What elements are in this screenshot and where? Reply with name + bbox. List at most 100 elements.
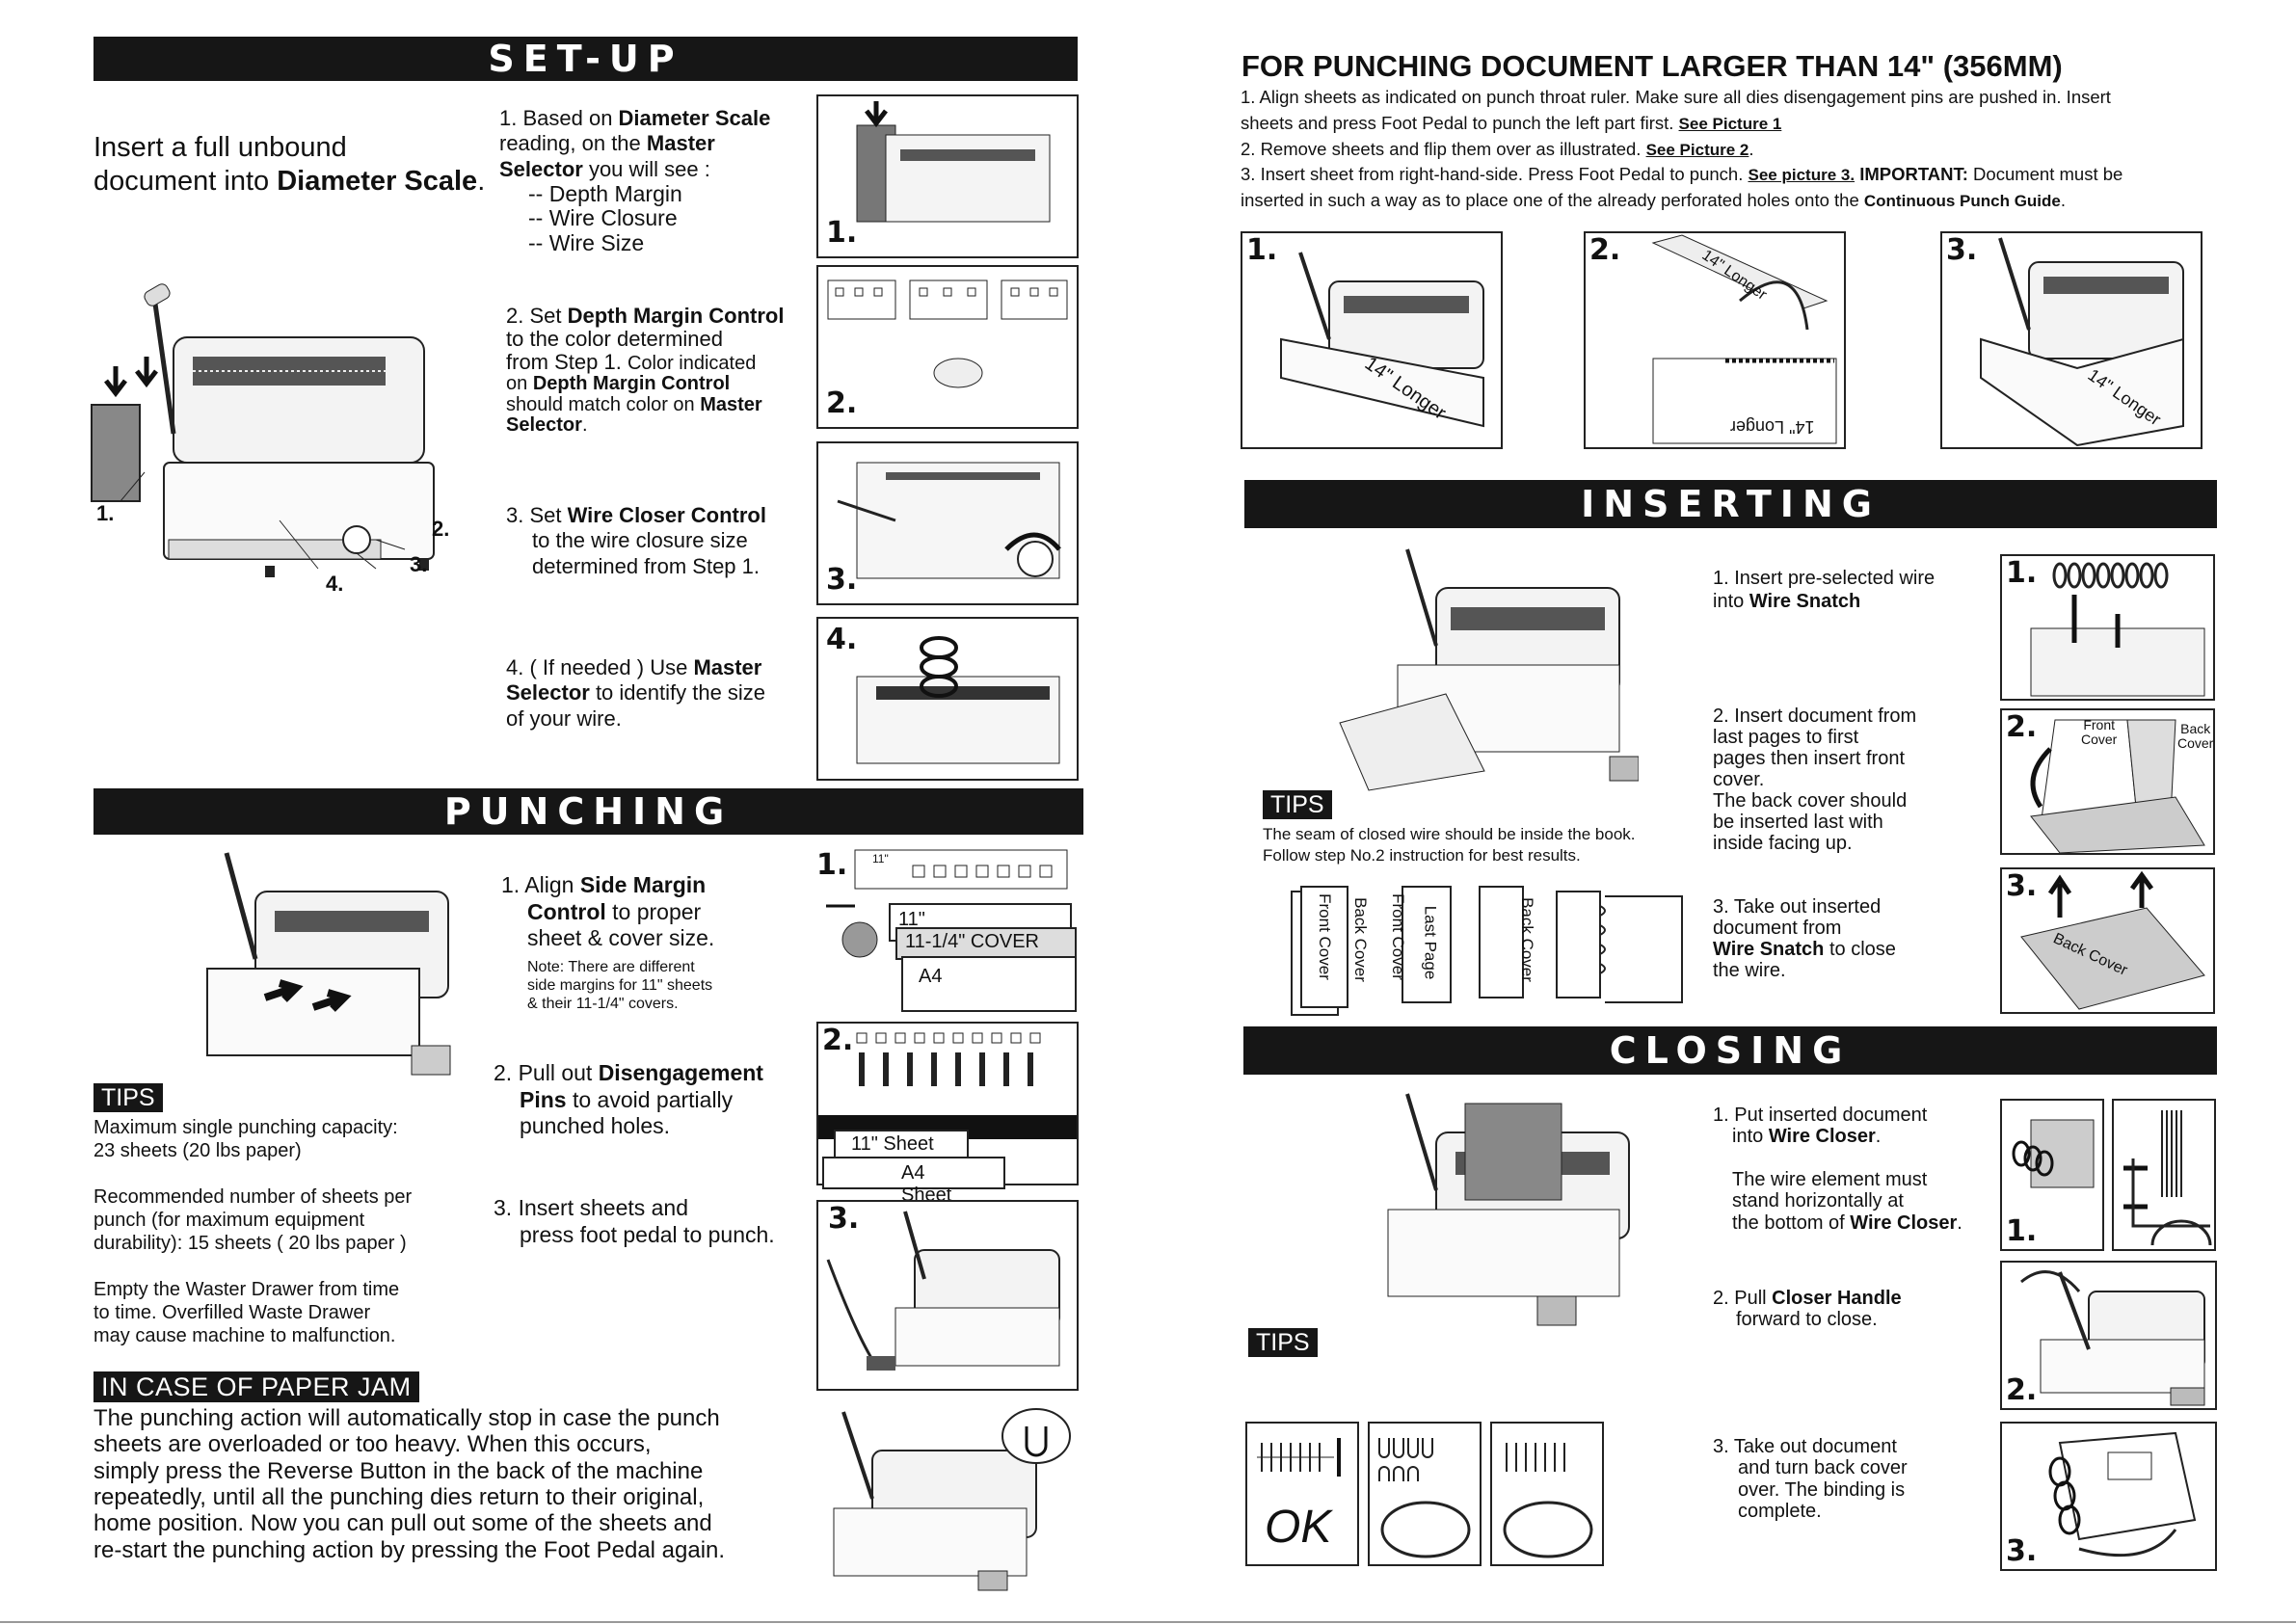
large-panel-num-2: 2. — [1589, 233, 1621, 267]
closing-step1: 1. Put inserted document into Wire Close… — [1713, 1105, 1962, 1234]
large-panel-1: 1. 14" Longer — [1241, 231, 1503, 449]
panel-drawing — [2030, 719, 2205, 853]
front-label: Front — [2083, 717, 2116, 732]
panel-drawing — [1651, 234, 1837, 444]
setup-step1: 1. Based on Diameter Scale reading, on t… — [499, 106, 770, 255]
closing-panel-1b — [2112, 1099, 2216, 1251]
setup-panel-3: 3. — [816, 441, 1079, 605]
setup-step1-a: 1. Based on — [499, 106, 619, 130]
inserting-step1: 1. Insert pre-selected wire into Wire Sn… — [1713, 567, 1935, 613]
setup-machine-illustration: 1. 2. 3. 4. — [87, 280, 472, 598]
punching-step1-d: sheet & cover size. — [527, 925, 715, 951]
large-line-5-end: . — [2060, 190, 2067, 211]
large-line-3: 2. Remove sheets and flip them over as i… — [1241, 138, 1646, 159]
paper-jam-illustration — [814, 1402, 1084, 1595]
large-line-4: 3. Insert sheet from right-hand-side. Pr… — [1241, 164, 1749, 185]
inserting-tips-b: Follow step No.2 instruction for best re… — [1263, 846, 1581, 865]
punching-step2-bold1: Disengagement — [598, 1060, 763, 1085]
tips-line-6: Empty the Waster Drawer from time — [93, 1279, 400, 1300]
tip-drawing — [1503, 1443, 1593, 1558]
closing-panel-num-3: 3. — [2006, 1534, 2038, 1568]
cover-label: Cover — [2081, 732, 2118, 748]
inserting-tips-a: The seam of closed wire should be inside… — [1263, 825, 1636, 843]
panel-drawing — [837, 462, 1061, 579]
closing-panel-num-2: 2. — [2006, 1373, 2038, 1407]
setup-intro-end: . — [477, 165, 486, 197]
inserting-panel-num-2: 2. — [2006, 710, 2038, 744]
setup-step1-bold1: Diameter Scale — [618, 106, 771, 130]
setup-item-closure: -- Wire Closure — [528, 205, 678, 231]
punching-tips: Maximum single punching capacity: 23 she… — [93, 1116, 412, 1347]
book-label-back-cover: Back Cover — [1350, 897, 1370, 982]
tips-line-4: punch (for maximum equipment — [93, 1210, 365, 1231]
inserting-header: INSERTING — [1244, 480, 2217, 528]
setup-step2-bold3: Master — [700, 393, 762, 415]
closing-step2-a: 2. Pull — [1713, 1288, 1773, 1309]
punching-panel-3: 3. — [816, 1200, 1079, 1391]
setup-step2-bold1: Depth Margin Control — [567, 304, 785, 328]
setup-intro: Insert a full unbound document into Diam… — [93, 131, 485, 199]
closing-panel-num-1: 1. — [2006, 1214, 2038, 1248]
cover-label-2: Cover — [2177, 735, 2214, 752]
inserting-tips-label: TIPS — [1263, 790, 1332, 819]
tips-line-2: 23 sheets (20 lbs paper) — [93, 1140, 302, 1161]
machine-drawing — [833, 1408, 1071, 1591]
setup-step4-bold2: Selector — [506, 680, 590, 706]
inserting-panel-num-3: 3. — [2006, 869, 2038, 903]
panel-drawing — [826, 1211, 1060, 1371]
setup-panel-num-1: 1. — [826, 216, 858, 250]
closing-step1-e: the bottom of — [1732, 1211, 1851, 1234]
setup-panel-num-2: 2. — [826, 386, 858, 420]
closing-step3-2: and turn back cover — [1738, 1457, 1908, 1479]
inserting-step2-1: 2. Insert document from — [1713, 706, 1917, 727]
sheet-11in-label: 11" — [898, 909, 925, 930]
setup-step3-c: to the wire closure size — [532, 528, 748, 553]
see-picture-1-link[interactable]: See Picture 1 — [1678, 114, 1782, 133]
book-label-front-cover-2: Front Cover — [1388, 893, 1407, 980]
machine-label-1: 1. — [96, 501, 115, 525]
inserting-panel-num-1: 1. — [2006, 556, 2038, 590]
panel-drawing — [2123, 1110, 2212, 1246]
punching-step3-a: 3. Insert sheets and — [494, 1195, 689, 1220]
jam-line-5: home position. Now you can pull out some… — [93, 1510, 712, 1537]
ok-label: OK — [1265, 1502, 1332, 1553]
ruler-label: 11" — [872, 852, 889, 865]
panel-drawing — [826, 849, 1068, 958]
setup-panel-num-3: 3. — [826, 563, 858, 597]
tips-line-8: may cause machine to malfunction. — [93, 1325, 396, 1346]
closing-tip-diagrams: OK — [1245, 1422, 1669, 1566]
sheet-a4-label: A4 — [919, 966, 943, 987]
sheet-a4-tab: A4 Sheet — [822, 1157, 1005, 1206]
large-line-2: sheets and press Foot Pedal to punch the… — [1241, 112, 1679, 133]
setup-item-size: -- Wire Size — [528, 229, 645, 255]
important-label: IMPORTANT: — [1859, 164, 1968, 185]
jam-line-6: re-start the punching action by pressing… — [93, 1536, 726, 1563]
setup-step2-e: Color indicated — [627, 352, 757, 374]
setup-step2-d: from Step 1. — [506, 349, 627, 374]
sheet-a4: A4 — [901, 956, 1077, 1012]
punching-step3-b: press foot pedal to punch. — [520, 1221, 775, 1247]
closing-panel-3: 3. — [2000, 1422, 2217, 1571]
panel-drawing — [856, 636, 1060, 764]
see-picture-2-link[interactable]: See Picture 2 — [1645, 140, 1749, 159]
continuous-punch-guide: Continuous Punch Guide — [1863, 192, 2061, 211]
see-picture-3-link[interactable]: See picture 3. — [1748, 166, 1855, 185]
punching-panel-1: 1. 11" 11" 11-1/4" COVER A4 — [816, 848, 1079, 1012]
inserting-machine-illustration — [1330, 540, 1639, 800]
closing-panel-2: 2. — [2000, 1261, 2217, 1410]
setup-step2-c: to the color determined — [506, 326, 724, 351]
longer-label-flipped: 14" Longer — [1730, 417, 1815, 437]
closing-step1-b: into — [1732, 1126, 1769, 1148]
book-label-last-page: Last Page — [1421, 905, 1440, 980]
inserting-step3-b: document from — [1713, 918, 1842, 939]
setup-step2: 2. Set Depth Margin Control to the color… — [506, 305, 784, 437]
inserting-step2-7: inside facing up. — [1713, 833, 1853, 854]
inserting-step1-a: 1. Insert pre-selected wire — [1713, 568, 1936, 589]
punching-step1-c: to proper — [605, 898, 702, 924]
setup-header: SET-UP — [93, 37, 1078, 81]
jam-line-3: simply press the Reverse Button in the b… — [93, 1457, 704, 1484]
large-line-3-end: . — [1749, 138, 1754, 159]
book-diagrams: Front Cover Back Cover Front Cover Last … — [1268, 877, 1692, 1022]
